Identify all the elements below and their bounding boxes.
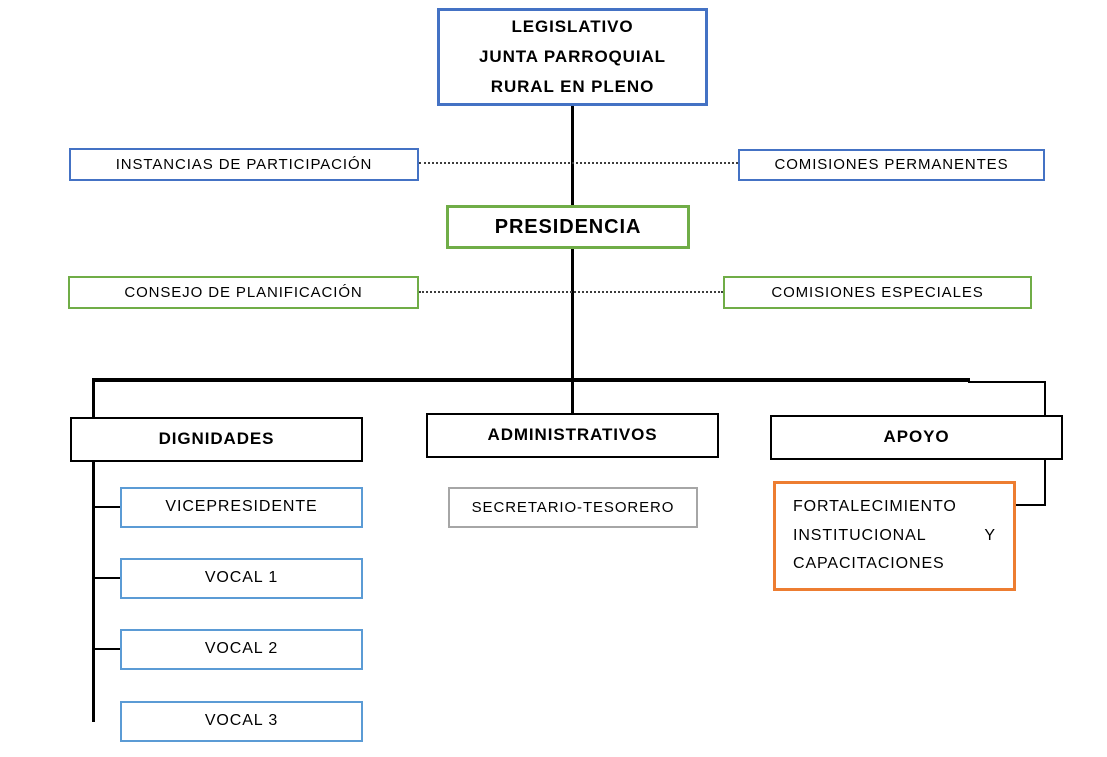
node-dignidades-label: DIGNIDADES	[158, 429, 275, 449]
node-consejo-label: CONSEJO DE PLANIFICACIÓN	[124, 283, 363, 301]
node-vocal-2: VOCAL 2	[120, 629, 363, 670]
node-comisiones-permanentes-label: COMISIONES PERMANENTES	[774, 156, 1009, 174]
connector-legislativo-presidencia	[571, 106, 574, 205]
connector-stub-vicepresidente	[92, 506, 120, 508]
connector-branch-horizontal	[92, 378, 970, 382]
node-instancias-participacion: INSTANCIAS DE PARTICIPACIÓN	[69, 148, 419, 181]
node-legislativo-line2: JUNTA PARROQUIAL	[479, 47, 666, 67]
node-apoyo: APOYO	[770, 415, 1063, 460]
dotted-connector-instancias-comisiones-permanentes	[419, 162, 738, 164]
node-dignidades: DIGNIDADES	[70, 417, 363, 462]
connector-apoyo-fortalecimiento-horizontal	[1016, 504, 1046, 506]
connector-drop-dignidades	[92, 380, 95, 418]
connector-presidencia-administrativos	[571, 249, 574, 413]
node-fortalecimiento-institucional: FORTALECIMIENTO INSTITUCIONAL Y CAPACITA…	[773, 481, 1016, 591]
connector-apoyo-fortalecimiento-vertical	[1044, 459, 1046, 506]
node-secretario-tesorero: SECRETARIO-TESORERO	[448, 487, 698, 528]
dotted-connector-consejo-comisiones-especiales	[419, 291, 723, 293]
node-legislativo-line3: RURAL EN PLENO	[490, 76, 655, 96]
connector-stub-vocal2	[92, 648, 120, 650]
node-presidencia: PRESIDENCIA	[446, 205, 690, 249]
node-comisiones-especiales: COMISIONES ESPECIALES	[723, 276, 1032, 309]
node-vicepresidente-label: VICEPRESIDENTE	[165, 498, 318, 516]
node-consejo-planificacion: CONSEJO DE PLANIFICACIÓN	[68, 276, 419, 309]
connector-drop-apoyo	[1044, 381, 1046, 415]
node-comisiones-permanentes: COMISIONES PERMANENTES	[738, 149, 1045, 181]
node-legislativo-junta-parroquial: LEGISLATIVO JUNTA PARROQUIAL RURAL EN PL…	[437, 8, 708, 106]
node-legislativo-line1: LEGISLATIVO	[511, 17, 634, 37]
node-vocal-3: VOCAL 3	[120, 701, 363, 742]
node-administrativos-label: ADMINISTRATIVOS	[487, 425, 658, 445]
node-vocal-1: VOCAL 1	[120, 558, 363, 599]
node-vicepresidente: VICEPRESIDENTE	[120, 487, 363, 528]
node-secretario-tesorero-label: SECRETARIO-TESORERO	[471, 498, 675, 516]
node-legislativo-label: LEGISLATIVO JUNTA PARROQUIAL RURAL EN PL…	[479, 12, 666, 101]
node-fortalecimiento-label: FORTALECIMIENTO INSTITUCIONAL Y CAPACITA…	[793, 497, 996, 573]
node-vocal-3-label: VOCAL 3	[204, 712, 279, 730]
connector-stub-vocal1	[92, 577, 120, 579]
node-instancias-label: INSTANCIAS DE PARTICIPACIÓN	[115, 155, 373, 173]
node-vocal-1-label: VOCAL 1	[204, 569, 279, 587]
node-apoyo-label: APOYO	[883, 427, 950, 447]
node-administrativos: ADMINISTRATIVOS	[426, 413, 719, 458]
node-comisiones-especiales-label: COMISIONES ESPECIALES	[771, 283, 984, 301]
connector-dignidades-spine	[92, 460, 95, 722]
node-presidencia-label: PRESIDENCIA	[494, 216, 642, 238]
node-vocal-2-label: VOCAL 2	[204, 640, 279, 658]
connector-branch-horizontal-right	[968, 381, 1046, 383]
